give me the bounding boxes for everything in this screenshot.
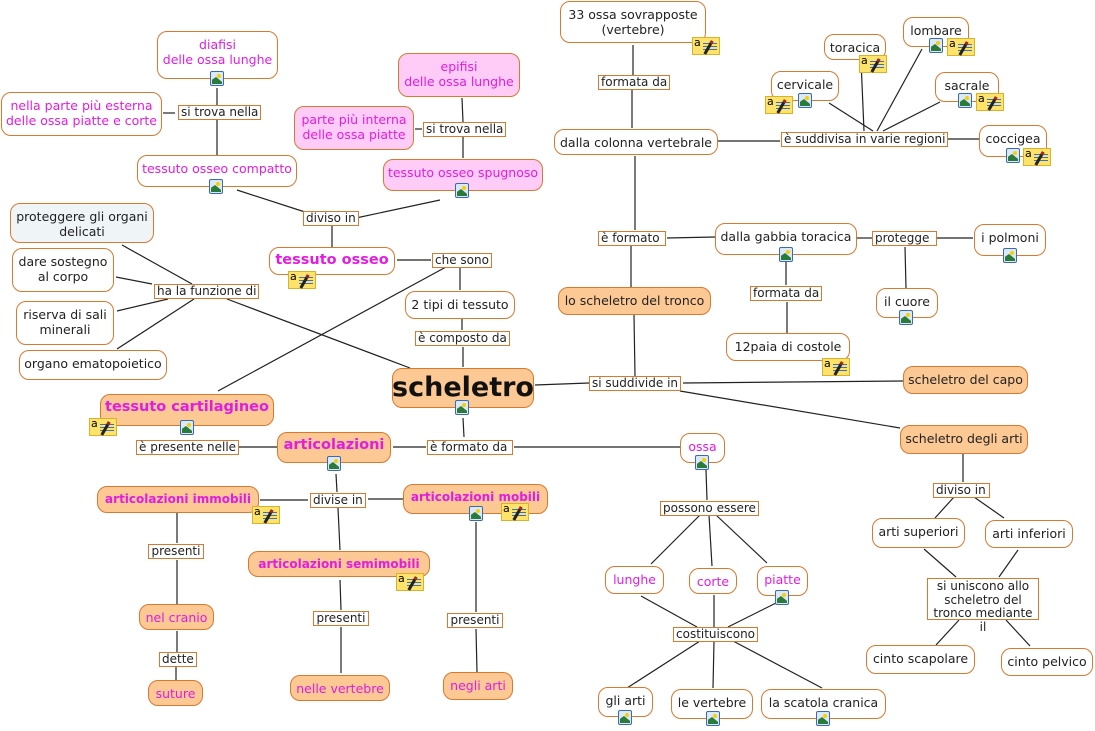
image-icon[interactable] bbox=[455, 400, 469, 415]
image-icon[interactable] bbox=[180, 420, 194, 435]
node-nelle-vertebre[interactable]: nelle vertebre bbox=[290, 675, 390, 701]
image-icon[interactable] bbox=[455, 183, 469, 198]
link-protegge[interactable]: protegge bbox=[872, 231, 937, 246]
link-si-trova-nella-2[interactable]: si trova nella bbox=[423, 122, 507, 137]
node-parte-interna[interactable]: parte più interna delle ossa piatte bbox=[294, 106, 414, 150]
image-icon[interactable] bbox=[1006, 148, 1020, 163]
node-tessuto-osseo[interactable]: tessuto osseo bbox=[269, 247, 395, 275]
link-formata-da-2[interactable]: formata da bbox=[750, 286, 823, 301]
link-e-formato[interactable]: è formato bbox=[598, 231, 666, 246]
note-icon[interactable]: a bbox=[501, 503, 529, 521]
node-dare-sostegno[interactable]: dare sostegno al corpo bbox=[12, 248, 114, 292]
link-e-presente-nelle[interactable]: è presente nelle bbox=[136, 440, 240, 455]
link-diviso-in[interactable]: diviso in bbox=[303, 211, 359, 226]
image-icon[interactable] bbox=[1003, 248, 1017, 263]
link-possono-essere[interactable]: possono essere bbox=[660, 501, 759, 516]
node-12-paia-costole[interactable]: 12paia di costole bbox=[726, 333, 850, 361]
node-arti-inferiori[interactable]: arti inferiori bbox=[985, 520, 1073, 548]
link-suddivisa-regioni[interactable]: è suddivisa in varie regioni bbox=[781, 132, 949, 147]
node-epifisi[interactable]: epifisi delle ossa lunghe bbox=[398, 53, 520, 97]
node-articolazioni-semimobili[interactable]: articolazioni semimobili bbox=[248, 551, 430, 577]
link-si-trova-nella[interactable]: si trova nella bbox=[178, 105, 262, 120]
node-cinto-scapolare[interactable]: cinto scapolare bbox=[866, 645, 975, 674]
node-scheletro-del-capo[interactable]: scheletro del capo bbox=[903, 366, 1028, 394]
link-diviso-in-2[interactable]: diviso in bbox=[933, 483, 990, 498]
image-icon[interactable] bbox=[816, 711, 830, 726]
note-icon[interactable]: a bbox=[859, 55, 887, 73]
node-parte-esterna[interactable]: nella parte più esterna delle ossa piatt… bbox=[1, 92, 162, 136]
note-icon[interactable]: a bbox=[692, 37, 720, 55]
image-icon[interactable] bbox=[210, 71, 224, 86]
image-icon[interactable] bbox=[798, 93, 812, 108]
link-presenti-3[interactable]: presenti bbox=[447, 613, 503, 628]
node-proteggere-organi[interactable]: proteggere gli organi delicati bbox=[10, 203, 154, 243]
image-icon[interactable] bbox=[469, 506, 483, 521]
note-icon[interactable]: a bbox=[89, 418, 117, 436]
node-coccigea[interactable]: coccigea bbox=[979, 125, 1047, 157]
note-icon[interactable]: a bbox=[976, 93, 1004, 111]
node-cinto-pelvico[interactable]: cinto pelvico bbox=[1001, 648, 1093, 676]
link-si-suddivide-in[interactable]: si suddivide in bbox=[589, 376, 681, 391]
node-gli-arti[interactable]: gli arti bbox=[598, 687, 653, 717]
image-icon[interactable] bbox=[958, 93, 972, 108]
link-costituiscono[interactable]: costituiscono bbox=[673, 627, 759, 642]
note-icon[interactable]: a bbox=[396, 573, 424, 591]
link-divise-in[interactable]: divise in bbox=[310, 493, 366, 508]
link-presenti-2[interactable]: presenti bbox=[313, 611, 369, 626]
note-icon[interactable]: a bbox=[288, 271, 316, 289]
link-formata-da[interactable]: formata da bbox=[598, 75, 671, 90]
node-nel-cranio[interactable]: nel cranio bbox=[139, 604, 214, 630]
node-33-ossa-sovrapposte[interactable]: 33 ossa sovrapposte (vertebre) bbox=[560, 1, 706, 43]
image-icon[interactable] bbox=[695, 455, 709, 470]
image-icon[interactable] bbox=[899, 310, 913, 325]
link-e-composto-da[interactable]: è composto da bbox=[415, 331, 510, 346]
note-icon[interactable]: a bbox=[947, 38, 975, 56]
link-si-uniscono[interactable]: si uniscono allo scheletro del tronco me… bbox=[927, 578, 1039, 633]
node-scheletro-del-tronco[interactable]: lo scheletro del tronco bbox=[558, 287, 711, 315]
image-icon[interactable] bbox=[618, 710, 632, 725]
note-icon[interactable]: a bbox=[1023, 148, 1051, 166]
link-che-sono[interactable]: che sono bbox=[432, 253, 492, 268]
note-icon[interactable]: a bbox=[765, 96, 793, 114]
link-dette[interactable]: dette bbox=[159, 652, 197, 667]
node-articolazioni[interactable]: articolazioni bbox=[277, 432, 391, 463]
node-articolazioni-immobili[interactable]: articolazioni immobili bbox=[97, 486, 259, 513]
link-e-formato-da[interactable]: è formato da bbox=[427, 440, 513, 455]
image-icon[interactable] bbox=[706, 711, 720, 726]
node-corte[interactable]: corte bbox=[689, 568, 737, 594]
link-presenti-1[interactable]: presenti bbox=[148, 544, 204, 559]
node-2-tipi-di-tessuto[interactable]: 2 tipi di tessuto bbox=[405, 291, 515, 319]
link-ha-la-funzione-di[interactable]: ha la funzione di bbox=[154, 284, 260, 299]
node-arti-superiori[interactable]: arti superiori bbox=[872, 518, 965, 548]
node-suture[interactable]: suture bbox=[148, 680, 203, 706]
node-lunghe[interactable]: lunghe bbox=[605, 566, 664, 594]
node-colonna-vertebrale[interactable]: dalla colonna vertebrale bbox=[554, 129, 718, 155]
node-organo-ematopoietico[interactable]: organo ematopoietico bbox=[19, 350, 167, 380]
note-icon[interactable]: a bbox=[252, 506, 280, 524]
node-negli-arti[interactable]: negli arti bbox=[443, 672, 513, 700]
image-icon[interactable] bbox=[929, 38, 943, 53]
image-icon[interactable] bbox=[779, 247, 793, 262]
note-icon[interactable]: a bbox=[822, 358, 850, 376]
image-icon[interactable] bbox=[327, 456, 341, 471]
node-scheletro-degli-arti[interactable]: scheletro degli arti bbox=[900, 425, 1028, 454]
image-icon[interactable] bbox=[209, 179, 223, 194]
image-icon[interactable] bbox=[775, 590, 789, 605]
node-riserva-sali[interactable]: riserva di sali minerali bbox=[16, 301, 114, 345]
